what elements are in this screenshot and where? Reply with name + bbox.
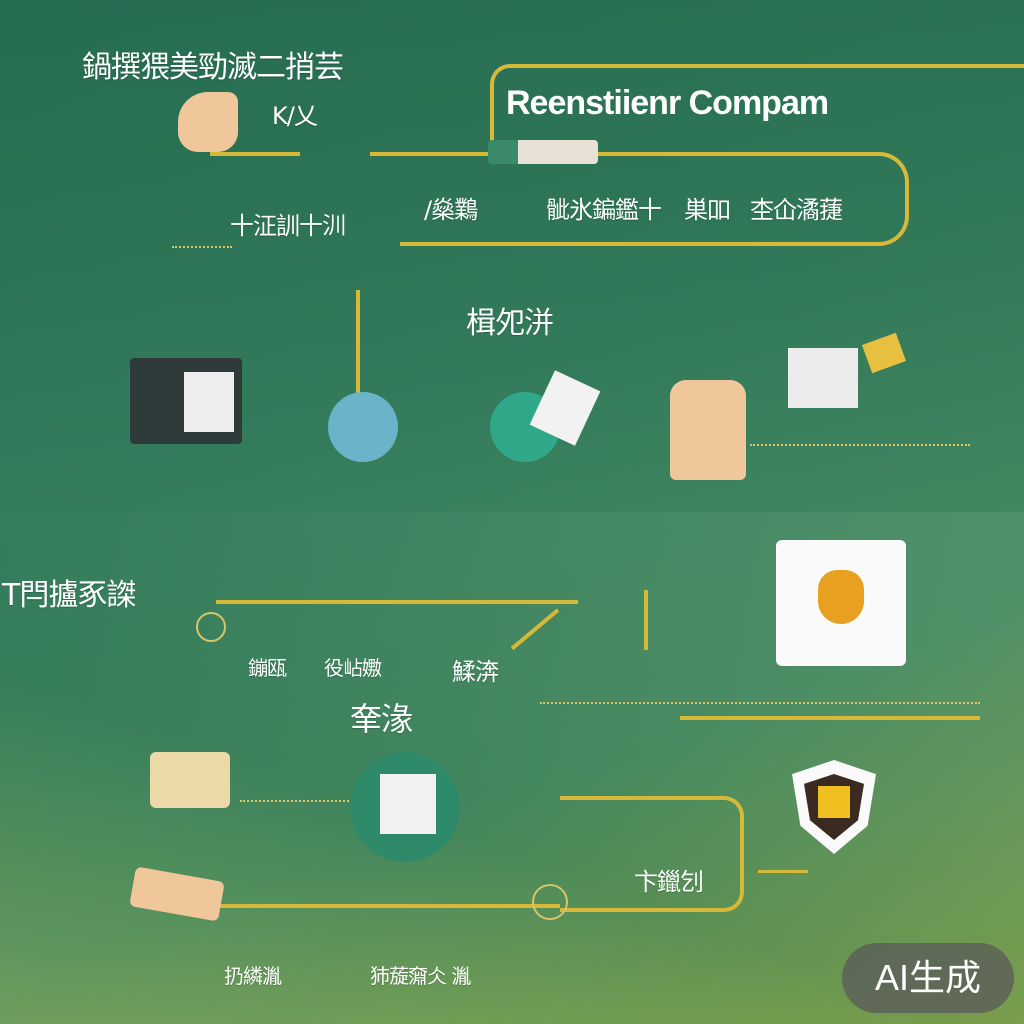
pointer-line	[356, 290, 360, 400]
label: 巣吅	[684, 196, 731, 224]
dotted-line	[540, 702, 980, 704]
connector-line	[220, 904, 560, 908]
header-text: 鍋撰猥美勁滅二捎芸	[82, 50, 344, 85]
report-icon	[788, 348, 858, 408]
certificate-document-icon	[776, 540, 906, 666]
label: 骴氷鍽鑑十	[546, 196, 662, 224]
node-circle	[532, 884, 568, 920]
flow-loop-bottom	[560, 796, 744, 912]
header-subtext: K/乂	[272, 102, 318, 130]
label: 卞鑞刉	[634, 868, 704, 896]
folder-circle	[350, 752, 460, 862]
label: 鰇渀	[452, 658, 499, 686]
title-frame	[490, 64, 1024, 148]
connector-line	[216, 600, 578, 604]
connector-line	[644, 590, 648, 650]
label: /燊鸈	[424, 196, 478, 224]
connector-line	[210, 152, 300, 156]
label: 役岾嫐	[324, 656, 382, 680]
node-circle	[196, 612, 226, 642]
money-stack-icon	[150, 752, 230, 808]
label: 扔繗湚	[224, 964, 282, 988]
dotted-line	[750, 444, 970, 446]
page-title: Reenstiienr Compam	[506, 84, 829, 122]
laptop-document-icon	[130, 358, 242, 444]
section-heading: 楫夗洴	[466, 306, 554, 341]
label: 杢仚潏蓵	[750, 196, 843, 224]
label: 鏰瓯	[248, 656, 287, 680]
label: 犻蔙奫仌 湚	[370, 964, 471, 988]
ai-generated-badge: AI生成	[842, 943, 1014, 1013]
section-title: T閂攎豖謋	[2, 578, 136, 613]
dotted-line	[172, 246, 232, 248]
hand-phone-icon	[670, 380, 746, 480]
dotted-line	[240, 800, 360, 802]
flow-loop-top	[400, 152, 909, 246]
globe-hand-icon	[328, 392, 398, 462]
connector-line	[680, 716, 980, 720]
hand-icon	[178, 92, 238, 152]
connector-line	[370, 152, 490, 156]
label: 十泟訓十汌	[230, 212, 346, 240]
scroll-icon	[488, 140, 598, 164]
arrow-line	[758, 870, 808, 873]
label: 羍湪	[350, 700, 413, 738]
